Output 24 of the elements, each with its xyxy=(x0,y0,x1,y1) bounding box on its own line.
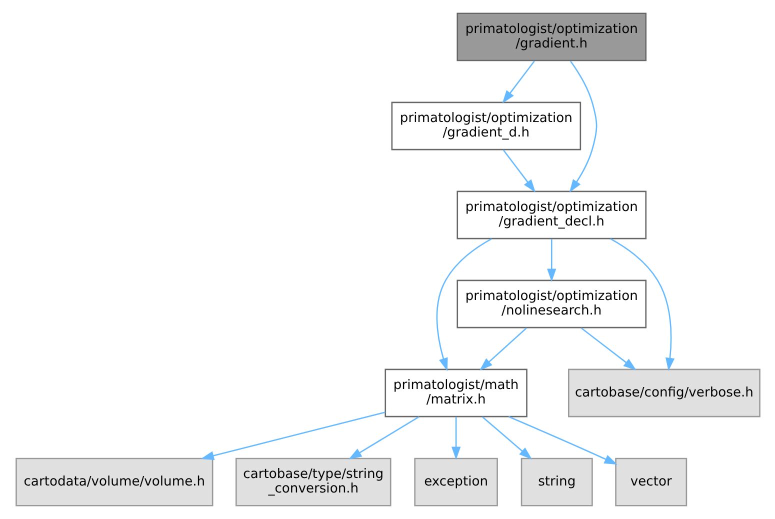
arrow xyxy=(546,239,556,282)
node-box: primatologist/math /matrix.h xyxy=(384,368,527,418)
node-box: primatologist/optimization /gradient_d.h xyxy=(390,102,581,150)
arrow xyxy=(479,328,526,370)
node-box: cartobase/type/string _conversion.h xyxy=(235,458,391,506)
arrow xyxy=(508,416,617,465)
node-box: cartodata/volume/volume.h xyxy=(15,458,213,506)
arrow xyxy=(502,150,536,192)
arrow xyxy=(580,328,636,370)
arrow xyxy=(482,416,532,460)
node-box: vector xyxy=(614,458,687,506)
arrow xyxy=(348,416,419,460)
node-box: string xyxy=(520,458,592,506)
node-box: exception xyxy=(414,458,498,506)
arrow xyxy=(502,60,534,104)
arrow xyxy=(436,238,492,372)
node-box: primatologist/optimization /nolinesearch.h xyxy=(456,280,646,328)
node-box: primatologist/optimization /gradient.h xyxy=(456,12,646,62)
node-box: primatologist/optimization /gradient_decl.h xyxy=(456,190,646,240)
arrow xyxy=(450,417,460,460)
arrow xyxy=(200,412,385,460)
node-box: cartobase/config/verbose.h xyxy=(568,368,760,418)
arrow xyxy=(568,60,597,193)
arrow xyxy=(610,238,674,371)
